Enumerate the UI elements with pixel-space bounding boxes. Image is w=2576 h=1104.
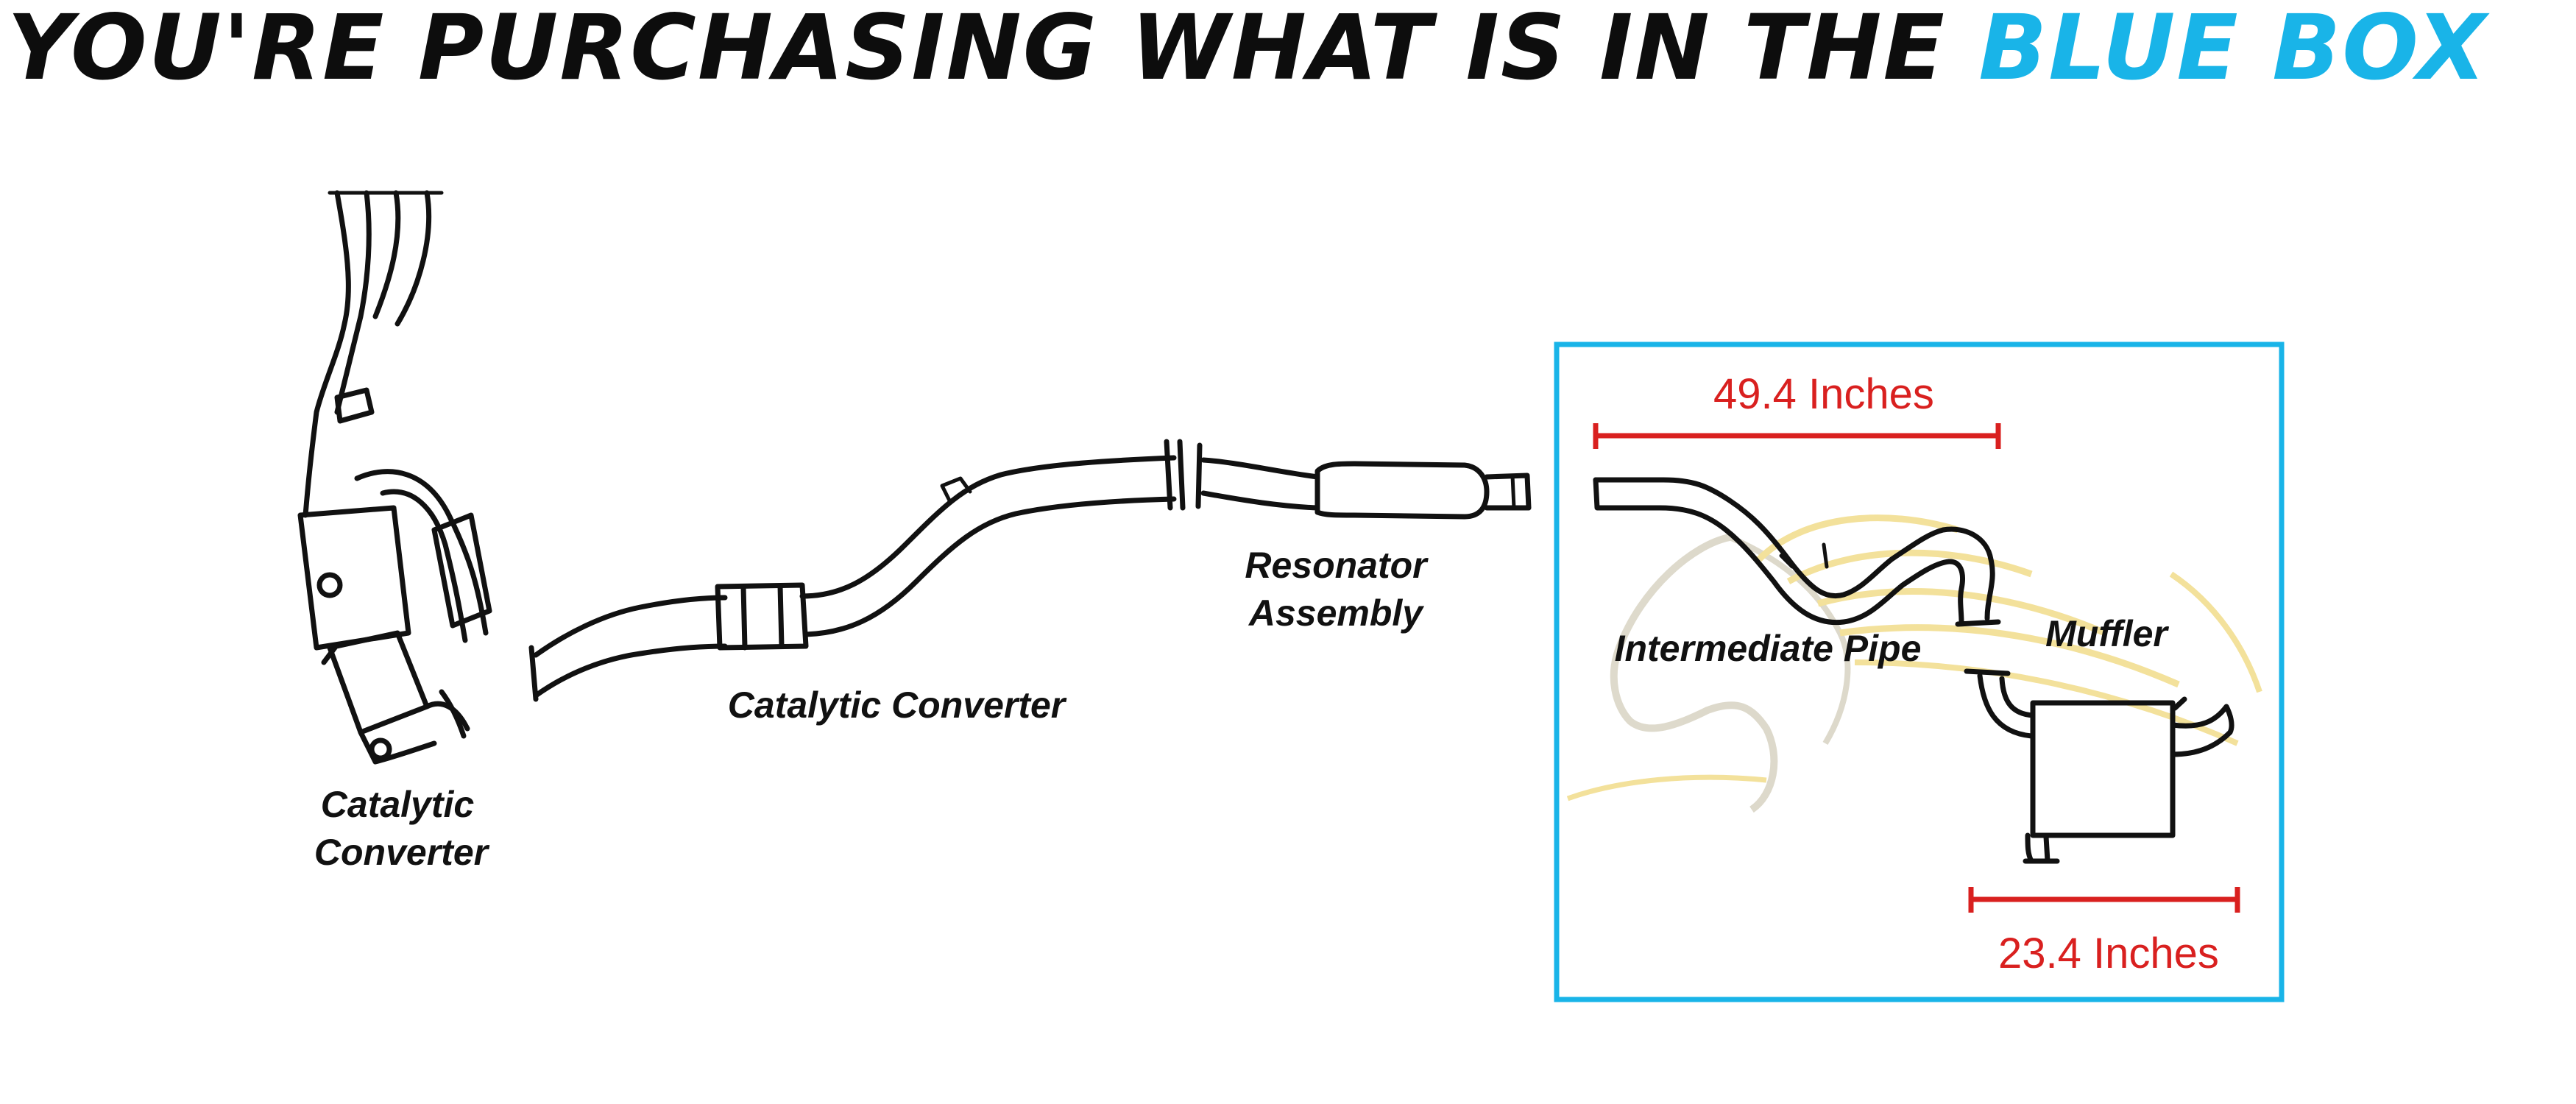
muffler-drawing	[1964, 668, 2234, 864]
dimension-muffler-label: 23.4 Inches	[1998, 930, 2219, 977]
dimension-intermediate-label: 49.4 Inches	[1713, 370, 1934, 418]
page-title: YOU'RE PURCHASING WHAT IS IN THE BLUE BO…	[7, 0, 2569, 96]
label-cat-converter-left-1: Catalytic	[321, 784, 475, 825]
label-intermediate-pipe: Intermediate Pipe	[1615, 628, 1922, 669]
resonator-assembly-drawing	[1195, 442, 1532, 520]
label-cat-converter-mid: Catalytic Converter	[728, 684, 1067, 726]
label-resonator-2: Assembly	[1248, 592, 1424, 634]
title-main: YOU'RE PURCHASING WHAT IS IN THE	[7, 0, 1979, 100]
intermediate-pipe-drawing	[1593, 477, 2001, 627]
title-accent: BLUE BOX	[1978, 0, 2488, 100]
label-cat-converter-left-2: Converter	[314, 832, 490, 873]
dimension-intermediate	[1593, 423, 2001, 449]
horse-head-icon	[1566, 514, 2262, 813]
label-resonator-1: Resonator	[1245, 545, 1429, 586]
manifold-catalytic-converter-drawing	[297, 190, 492, 765]
blue-box	[1554, 342, 2285, 1002]
front-pipe-catalytic-converter-drawing	[528, 439, 1186, 702]
label-muffler: Muffler	[2045, 613, 2169, 654]
dimension-muffler	[1968, 887, 2240, 913]
